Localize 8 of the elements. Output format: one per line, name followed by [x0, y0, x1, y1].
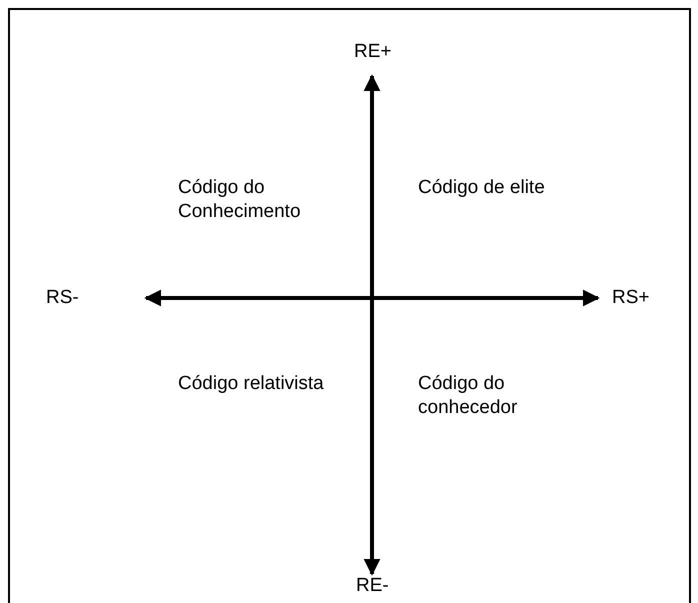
- quadrant-label: Código de elite: [418, 176, 545, 200]
- quadrant-label: Código relativista: [178, 372, 324, 396]
- quadrant-label: Código do conhecedor: [418, 372, 518, 420]
- axis-label: RS-: [46, 286, 79, 310]
- quadrant-label: Código do Conhecimento: [178, 176, 302, 224]
- axis-label: RS+: [612, 286, 650, 310]
- axis-label: RE-: [356, 574, 389, 598]
- axis-label: RE+: [354, 40, 392, 64]
